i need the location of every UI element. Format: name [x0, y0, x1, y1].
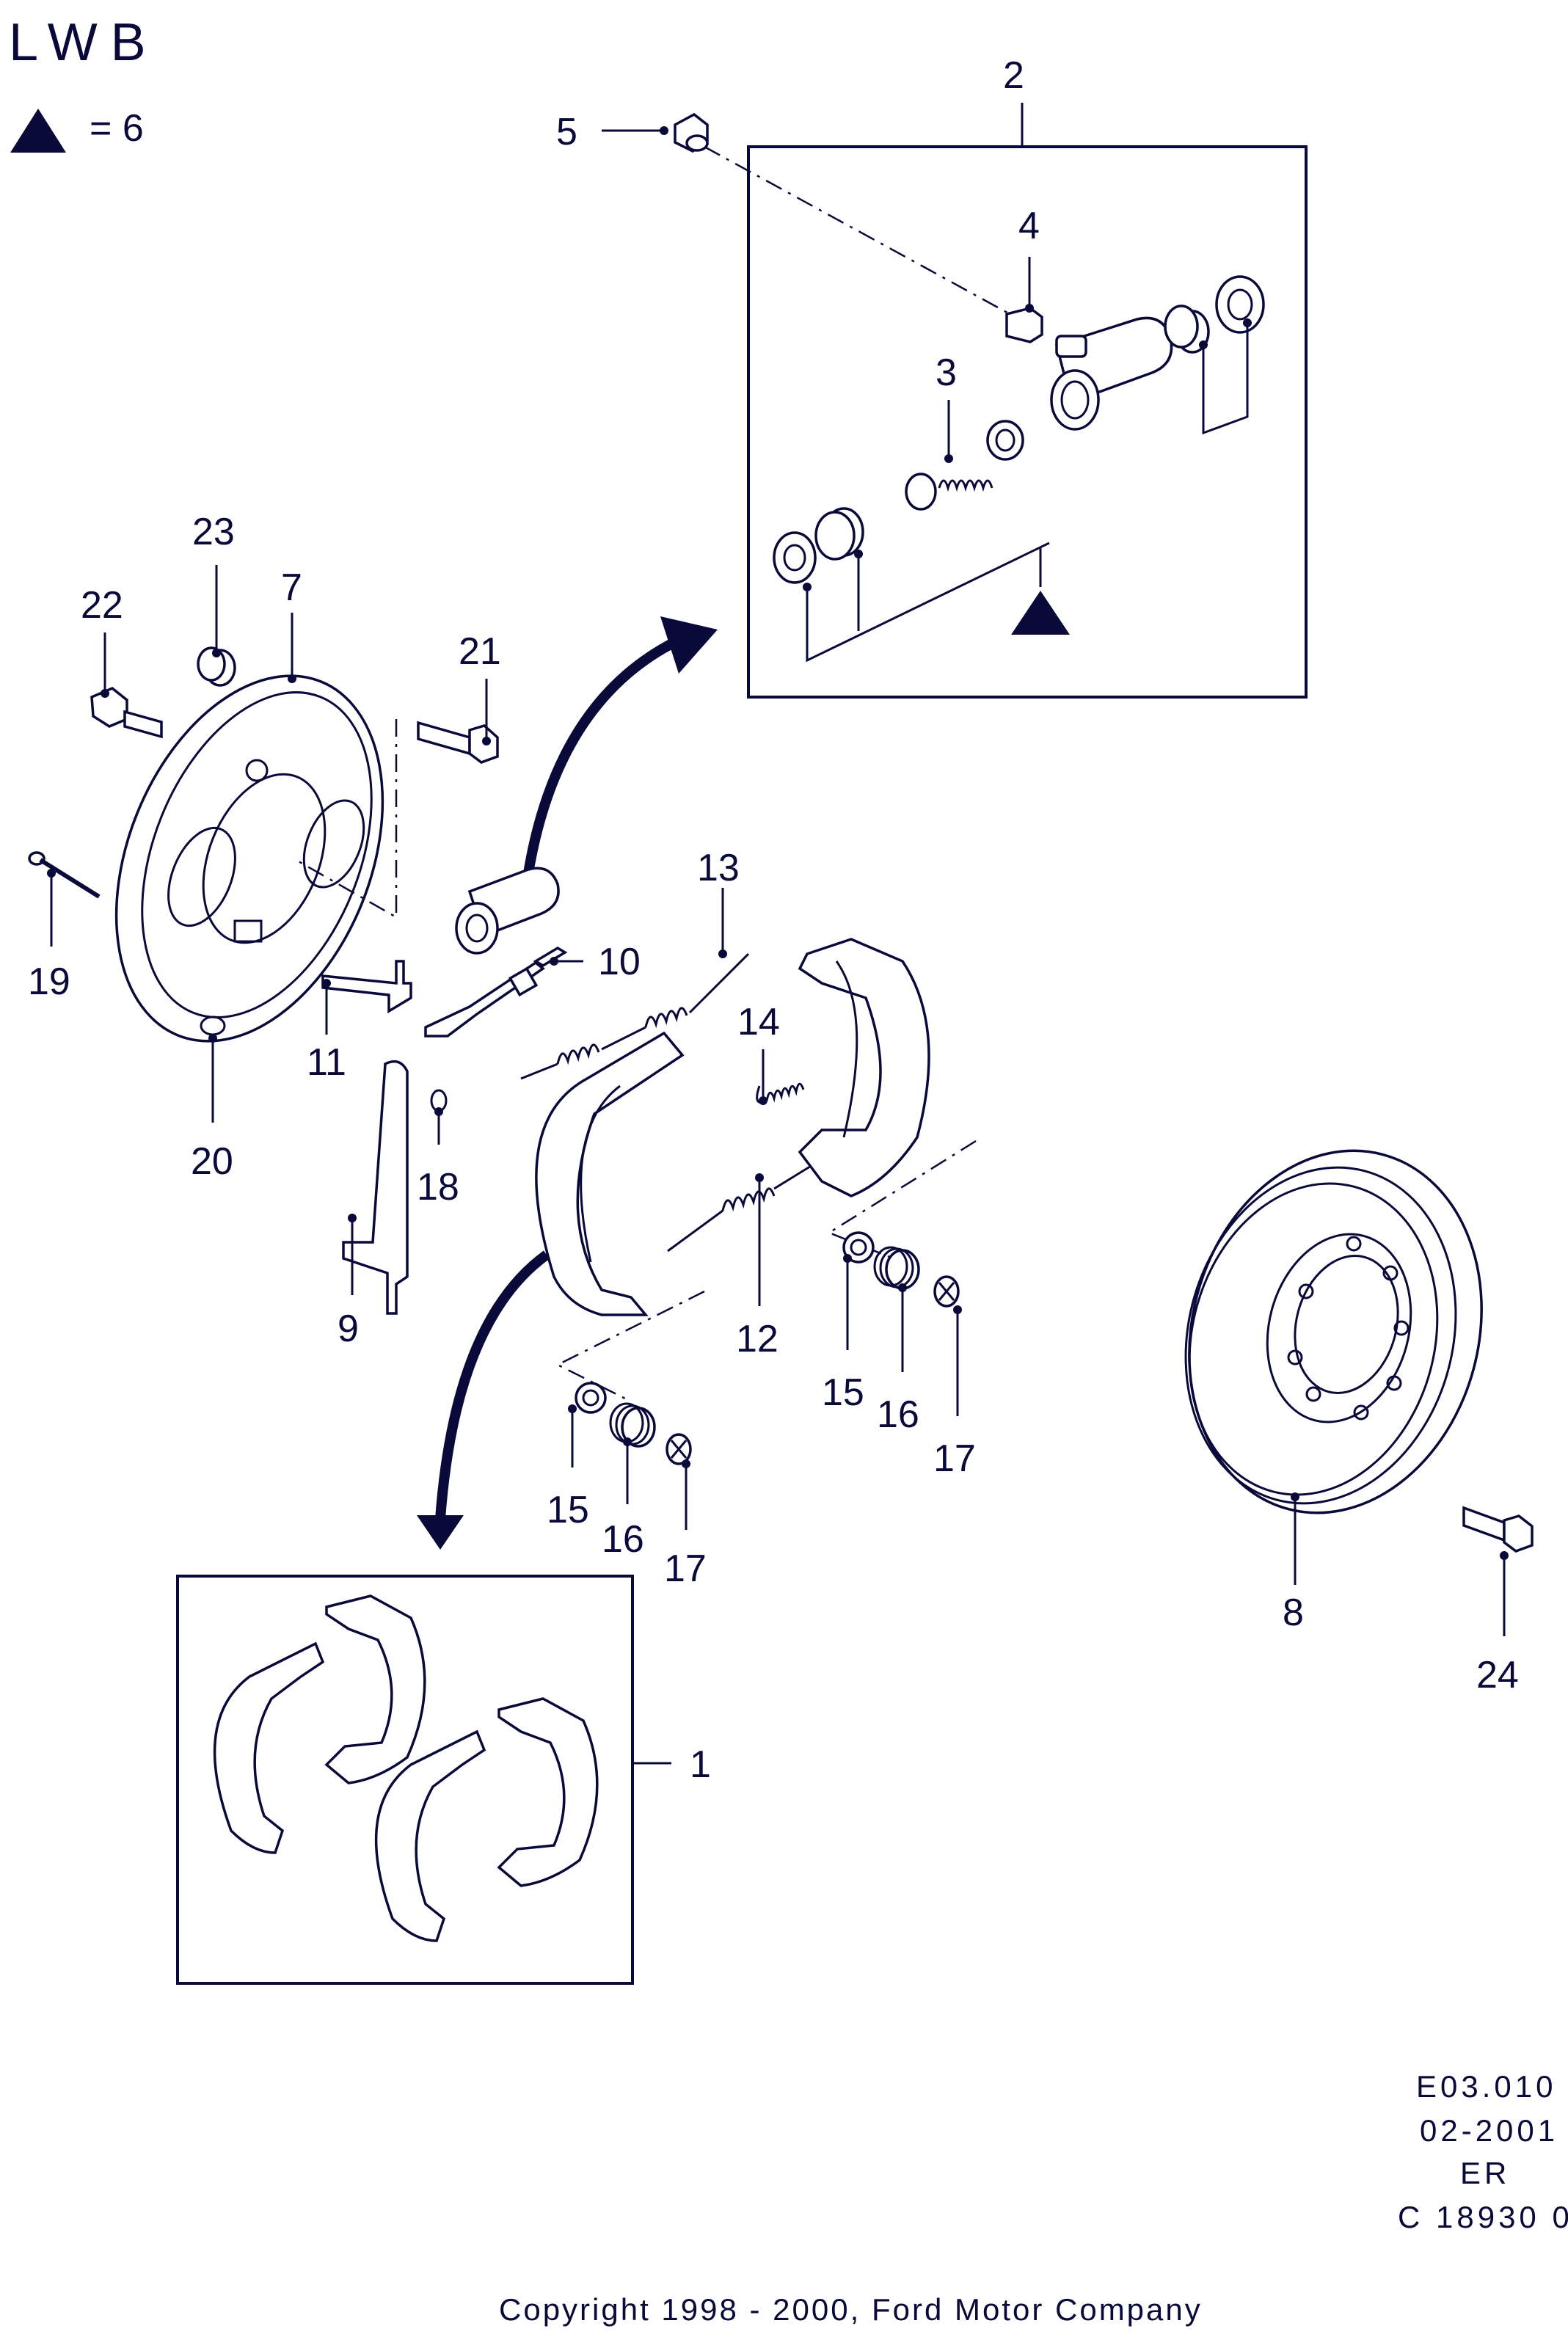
wheel-cylinder-kit-box: 2 4	[747, 54, 1308, 699]
drum-bolt-part	[1462, 1506, 1534, 1553]
callout-1: 1	[690, 1743, 711, 1786]
callout-17b: 17	[933, 1437, 976, 1480]
callout-19: 19	[28, 960, 70, 1003]
diagram-code: E03.010	[1416, 2069, 1556, 2104]
callout-9: 9	[338, 1308, 359, 1350]
brake-shoe-right-part	[798, 938, 930, 1197]
brake-drum-part	[1184, 1149, 1483, 1514]
callout-15a: 15	[547, 1489, 589, 1531]
callout-23: 23	[192, 511, 235, 553]
callout-7: 7	[281, 566, 302, 609]
kit-shoe-2-part	[324, 1594, 426, 1784]
callout-15b: 15	[822, 1371, 864, 1414]
wheel-cylinder-body-part	[1050, 316, 1173, 431]
lower-return-spring-part	[667, 1158, 823, 1253]
callout-11: 11	[307, 1041, 346, 1084]
hold-down-pin-part	[28, 851, 101, 899]
brake-shoe-kit-box: 1	[176, 1575, 711, 1985]
diagram-date: 02-2001	[1420, 2113, 1558, 2148]
assembly-arrow-icon	[523, 633, 685, 875]
triangle-legend-icon	[10, 109, 66, 153]
callout-2: 2	[1003, 54, 1024, 97]
upper-return-spring-part	[520, 952, 750, 1080]
callout-24: 24	[1476, 1654, 1519, 1696]
callout-13: 13	[697, 847, 740, 889]
seal-kit-triangle-icon	[1011, 591, 1070, 635]
hold-down-cup-left-part	[575, 1382, 607, 1414]
callout-21: 21	[459, 630, 501, 673]
callout-16b: 16	[877, 1393, 919, 1436]
hold-down-washer-left-part	[666, 1433, 692, 1465]
callout-17a: 17	[664, 1547, 707, 1590]
callout-3: 3	[936, 351, 957, 394]
cylinder-mount-bolt-part	[417, 721, 499, 764]
hold-down-spring-right-part	[873, 1246, 920, 1290]
plate-bolt-part	[90, 686, 163, 739]
kit-shoe-4-part	[497, 1697, 599, 1887]
hold-down-spring-left-part	[609, 1402, 656, 1448]
diagram-title: LWB	[9, 13, 159, 72]
brake-shoe-left-part	[535, 1031, 685, 1316]
callout-10: 10	[598, 941, 641, 983]
diagram-region: ER	[1460, 2156, 1510, 2190]
parking-lever-part	[342, 1060, 409, 1315]
callout-12: 12	[736, 1318, 778, 1360]
kit-shoe-3-part	[374, 1729, 486, 1942]
callout-5: 5	[556, 111, 577, 153]
kit-shoe-1-part	[213, 1641, 325, 1854]
piston-seal-part	[773, 507, 864, 584]
copyright-text: Copyright 1998 - 2000, Ford Motor Compan…	[499, 2292, 1203, 2327]
cylinder-spring-part	[905, 420, 1024, 511]
hold-down-washer-right-part	[933, 1275, 960, 1308]
callout-20: 20	[191, 1140, 233, 1183]
diagram-reference: C 18930 0	[1398, 2200, 1568, 2234]
adjuster-bracket-part	[321, 960, 412, 1014]
callout-22: 22	[81, 584, 123, 627]
callout-14: 14	[737, 1001, 780, 1043]
callout-16a: 16	[602, 1518, 644, 1561]
cylinder-bolt-part	[674, 112, 709, 153]
shoe-kit-arrow-icon	[435, 1250, 550, 1520]
hold-down-cup-right-part	[842, 1231, 875, 1264]
wheel-cylinder-assembly-part	[455, 867, 560, 955]
dust-boot-part	[1215, 275, 1265, 334]
callout-18: 18	[417, 1166, 459, 1208]
backing-plate-part	[114, 674, 384, 1043]
legend-quantity: = 6	[90, 107, 144, 150]
bleed-screw-part	[1005, 307, 1043, 343]
callout-8: 8	[1283, 1592, 1304, 1634]
adjuster-strut-part	[424, 946, 568, 1038]
callout-4: 4	[1018, 205, 1040, 247]
